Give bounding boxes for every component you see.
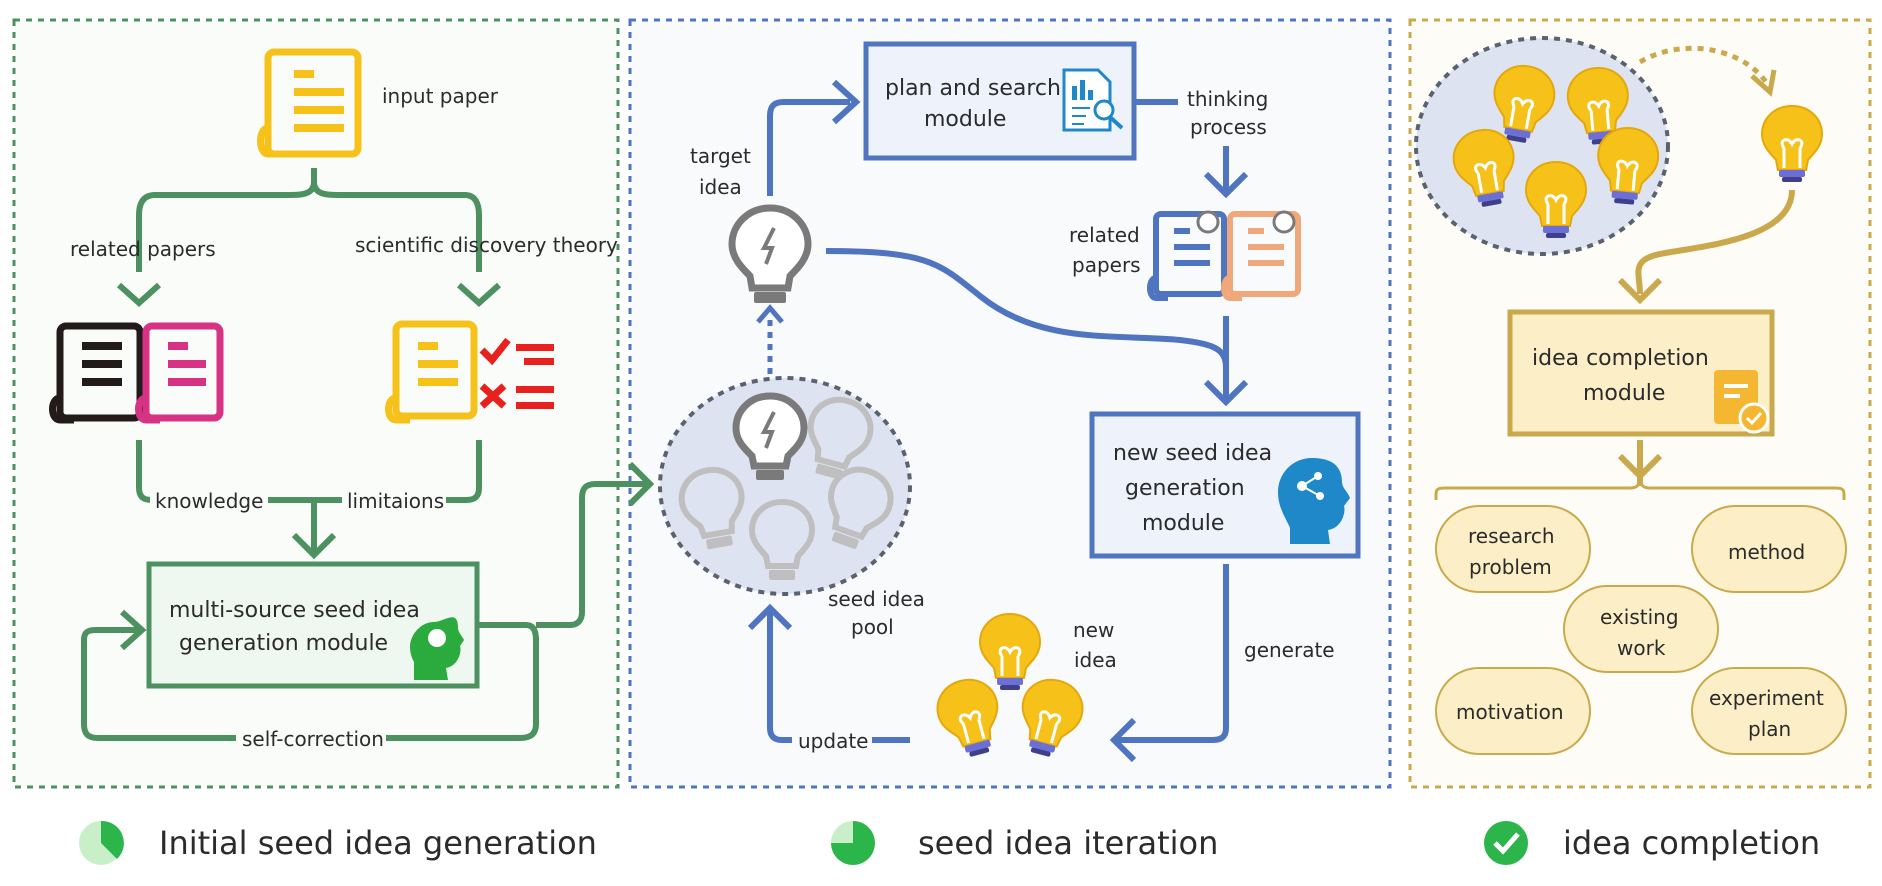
thinking-label-line2: process — [1190, 115, 1267, 139]
update-label: update — [798, 729, 868, 753]
selection-connector — [1638, 45, 1769, 84]
component-motivation: motivation — [1435, 667, 1591, 755]
plan-search-module-line1: plan and search — [885, 76, 1061, 101]
component-research-problem: research problem — [1435, 505, 1591, 593]
research-label-line1: research — [1468, 524, 1555, 548]
selected-to-module-connector — [1635, 189, 1795, 295]
generate-connector — [1118, 564, 1229, 743]
experiment-label-line2: plan — [1748, 717, 1791, 741]
self-correction-label: self-correction — [242, 727, 384, 751]
legend-initial-label: Initial seed idea generation — [159, 824, 597, 862]
document-search-icon — [1062, 68, 1124, 132]
legend-completion-label: idea completion — [1563, 824, 1820, 862]
multi-source-module-line2: generation module — [179, 631, 388, 656]
method-label: method — [1728, 540, 1805, 564]
components-brace — [1434, 477, 1846, 500]
related-papers-book-icon — [49, 322, 224, 424]
legend-iteration-pie-icon — [831, 821, 875, 865]
idea-completion-module-line2: module — [1583, 381, 1665, 406]
target-to-plan-connector — [767, 99, 850, 196]
related-papers-2-label-line2: papers — [1072, 253, 1141, 277]
new-idea-label-line2: idea — [1074, 648, 1117, 672]
target-idea-label-line2: idea — [699, 175, 742, 199]
green-head-icon — [410, 617, 464, 680]
existing-label-line1: existing — [1600, 605, 1679, 629]
target-to-newseed-connector — [825, 248, 1229, 369]
new-seed-module-line3: module — [1142, 511, 1224, 536]
related-papers-label: related papers — [70, 237, 216, 261]
legend-completion-check-icon — [1484, 821, 1528, 865]
blue-head-icon — [1278, 458, 1350, 544]
new-idea-label-line1: new — [1073, 618, 1114, 642]
plan-search-module-line2: module — [924, 107, 1006, 132]
generate-label: generate — [1244, 638, 1335, 662]
legend-initial-pie-icon — [79, 820, 124, 865]
clipboard-check-icon — [1714, 370, 1770, 434]
existing-label-line2: work — [1617, 636, 1666, 660]
to-seed-pool-connector — [536, 481, 648, 628]
theory-label: scientific discovery theory — [355, 233, 618, 257]
seed-pool-lightbulb-icon — [732, 392, 808, 480]
thinking-label-line1: thinking — [1187, 87, 1268, 111]
input-paper-label: input paper — [382, 84, 499, 108]
new-seed-module-line1: new seed idea — [1113, 441, 1272, 466]
theory-checklist-icon — [385, 320, 554, 424]
limitations-label: limitaions — [347, 489, 444, 513]
seed-pool-label-line1: seed idea — [828, 587, 925, 611]
seed-pool-label-line2: pool — [851, 615, 894, 639]
input-paper-icon — [257, 48, 362, 158]
research-label-line2: problem — [1469, 555, 1552, 579]
multi-source-module-line1: multi-source seed idea — [169, 598, 420, 623]
related-papers-2-book-icon — [1147, 210, 1301, 301]
new-seed-module-line2: generation — [1125, 476, 1245, 501]
component-method: method — [1691, 505, 1847, 593]
knowledge-label: knowledge — [155, 489, 263, 513]
idea-completion-module-line1: idea completion — [1532, 346, 1709, 371]
legend-iteration-label: seed idea iteration — [918, 824, 1218, 862]
component-existing-work: existing work — [1563, 585, 1719, 673]
component-experiment-plan: experiment plan — [1691, 667, 1847, 755]
related-papers-2-label-line1: related — [1069, 223, 1140, 247]
target-idea-lightbulb-icon — [728, 204, 812, 303]
target-idea-label-line1: target — [690, 144, 751, 168]
experiment-label-line1: experiment — [1709, 686, 1824, 710]
split-connector — [136, 168, 482, 272]
motivation-label: motivation — [1456, 700, 1564, 724]
update-connector — [767, 612, 910, 743]
